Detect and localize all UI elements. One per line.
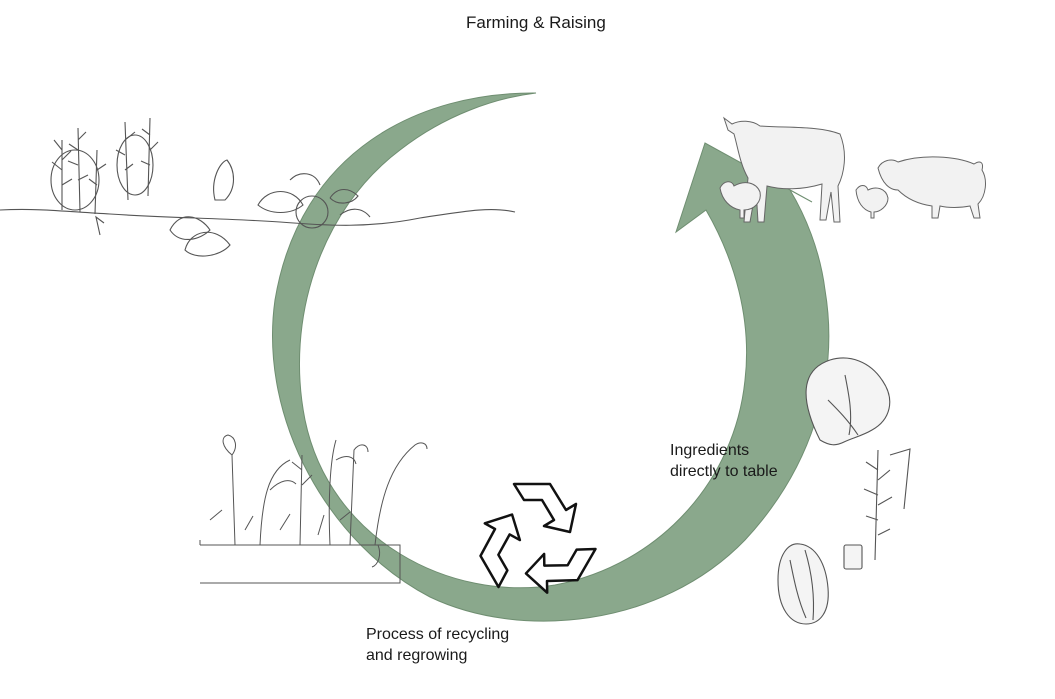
chicken-figure-right bbox=[855, 185, 889, 219]
cycle-arrow bbox=[272, 92, 830, 622]
bok-choy-figure bbox=[805, 357, 891, 446]
ingredients-label-line1: Ingredients bbox=[670, 442, 750, 459]
process-label: Process of recycling and regrowing bbox=[366, 624, 509, 666]
pig-figure bbox=[877, 156, 986, 219]
chicken-figure-left bbox=[719, 181, 761, 219]
livestock-illustration bbox=[719, 116, 986, 223]
regrowing-planter-illustration bbox=[199, 434, 428, 584]
ingredients-label: Ingredients directly to table bbox=[670, 440, 778, 482]
recycle-arrow-left bbox=[479, 513, 522, 589]
cycle-arrow-body bbox=[272, 92, 830, 622]
recycle-arrow-top bbox=[512, 482, 578, 534]
recycle-icon bbox=[479, 482, 597, 594]
crop-field-illustration bbox=[0, 117, 516, 257]
herb-sprig-figure bbox=[863, 448, 911, 561]
diagram-title: Farming & Raising bbox=[466, 13, 606, 32]
process-label-line1: Process of recycling bbox=[366, 626, 510, 643]
ingredients-label-line2: directly to table bbox=[670, 463, 778, 480]
process-label-line2: and regrowing bbox=[366, 647, 468, 664]
recycle-arrow-right bbox=[524, 547, 597, 594]
vegetables-illustration bbox=[777, 357, 911, 625]
